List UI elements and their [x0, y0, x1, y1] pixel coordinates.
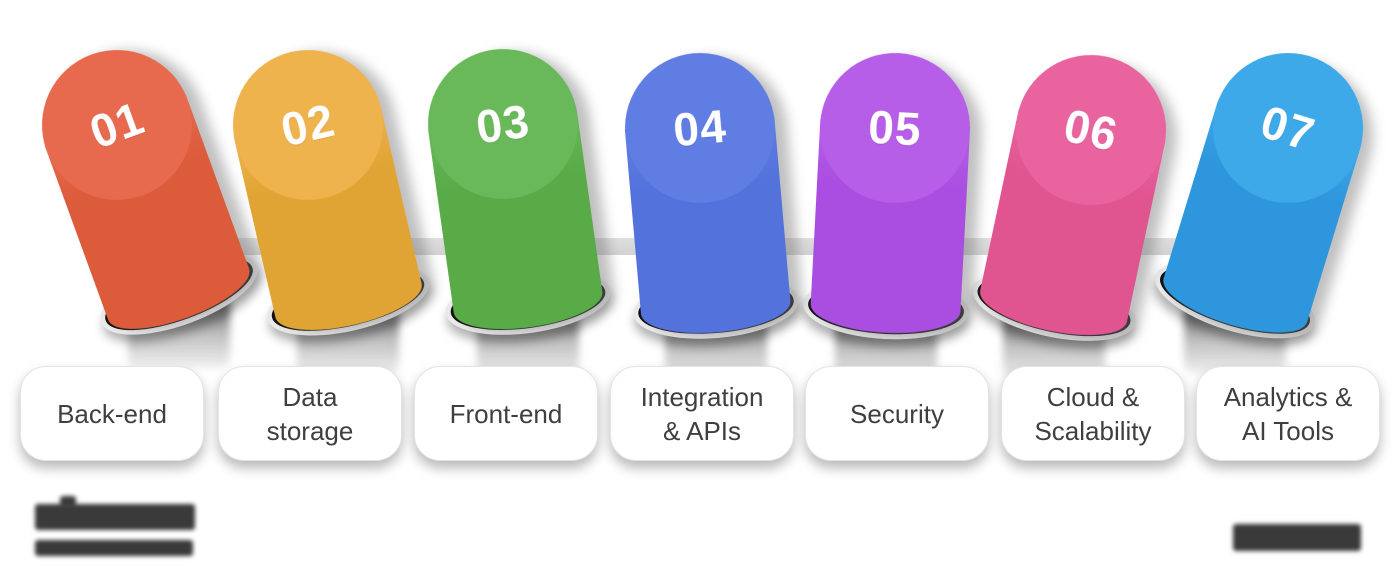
cylinder-body [44, 94, 258, 344]
cylinder-top-face: 03 [418, 39, 588, 209]
pedestal-shadow [477, 304, 579, 376]
cylinder-step-6: 06 [975, 41, 1180, 347]
step-label: Integration & APIs [640, 381, 764, 446]
cylinder-step-3: 03 [418, 39, 606, 338]
step-label: Security [850, 398, 944, 429]
watermark-right-line1 [1233, 524, 1361, 551]
step-label-card: Front-end [414, 366, 598, 461]
step-number: 06 [1059, 99, 1123, 161]
cylinder-step-5: 05 [809, 49, 974, 337]
cylinder-step-2: 02 [218, 35, 428, 342]
cylinder-top-face: 06 [1002, 41, 1180, 219]
socket-ring [801, 272, 971, 344]
cylinder-body [809, 119, 971, 337]
connector-rail [115, 238, 1290, 255]
cylinder-step-4: 04 [618, 46, 793, 339]
watermark-left-ascender [60, 496, 76, 508]
cylinder-top-face: 02 [218, 35, 398, 215]
pedestal-shadow [297, 302, 399, 374]
pedestal-shadow [835, 310, 937, 382]
step-label-card: Security [805, 366, 989, 461]
watermark-left-line2 [35, 540, 193, 556]
cylinder-body [975, 109, 1166, 347]
step-label-card: Back-end [20, 366, 204, 461]
step-label-card: Cloud & Scalability [1001, 366, 1185, 461]
step-label-card: Data storage [218, 366, 402, 461]
cylinder-body [1156, 101, 1362, 346]
socket-ring [966, 258, 1142, 354]
step-number: 04 [671, 99, 729, 157]
cylinder-body [233, 103, 428, 342]
pedestal-shadow [128, 296, 230, 368]
pedestal-shadow [1003, 308, 1105, 380]
socket-ring [630, 268, 802, 346]
watermark-left-line1 [35, 504, 195, 530]
cylinder-step-1: 01 [20, 28, 258, 344]
step-label-card: Integration & APIs [610, 366, 794, 461]
step-label: Cloud & Scalability [1034, 381, 1152, 446]
socket-ring [1146, 246, 1324, 354]
cylinder-body [428, 108, 606, 338]
step-number: 02 [276, 93, 340, 157]
cylinder-step-7: 07 [1156, 34, 1382, 346]
cylinder-body [624, 116, 793, 339]
cylinder-top-face: 01 [20, 28, 214, 222]
step-label: Data storage [266, 381, 354, 446]
pedestal-shadow [1184, 302, 1286, 374]
step-number: 01 [83, 91, 151, 159]
step-number: 07 [1254, 95, 1322, 161]
pedestal-shadow [665, 309, 767, 381]
step-label: Back-end [57, 398, 167, 429]
step-label: Analytics & AI Tools [1223, 381, 1353, 446]
socket-ring [260, 251, 436, 349]
step-label: Front-end [449, 398, 563, 429]
socket-ring [441, 259, 615, 345]
cylinder-top-face: 04 [618, 46, 782, 210]
step-number: 05 [867, 100, 923, 156]
step-label-card: Analytics & AI Tools [1196, 366, 1380, 461]
cylinder-top-face: 05 [816, 49, 974, 207]
step-number: 03 [473, 94, 533, 154]
cylinder-top-face: 07 [1194, 34, 1382, 222]
